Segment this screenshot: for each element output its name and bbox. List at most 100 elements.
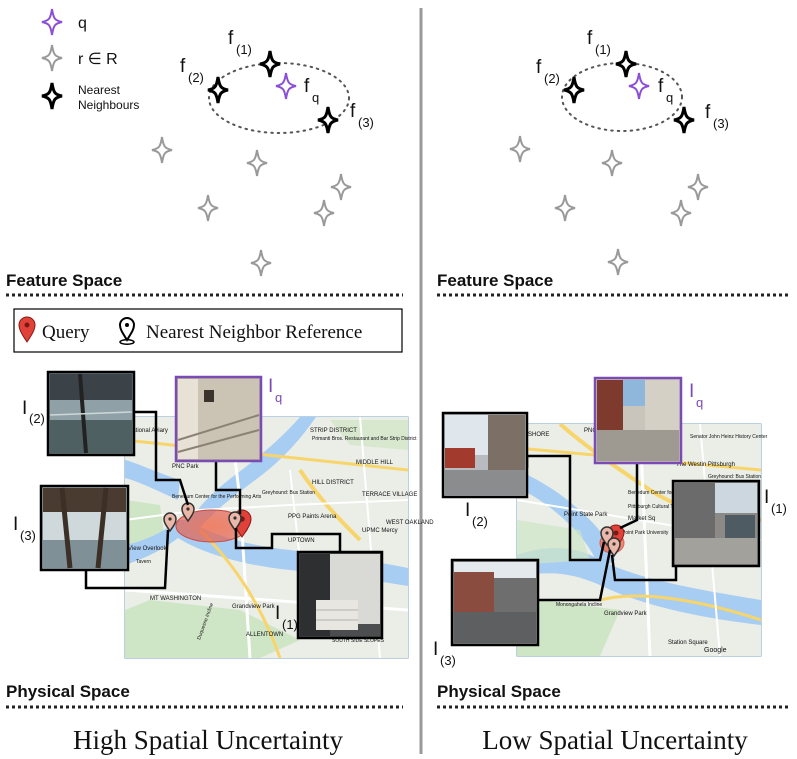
map-label: PNC Park	[172, 464, 200, 470]
map-label: SHORE	[528, 432, 549, 438]
f1-subscript: (1)	[595, 42, 611, 57]
iq-label: I	[268, 376, 273, 397]
right-feature-space-title: Feature Space	[437, 271, 553, 290]
feature-f1-star-icon	[615, 50, 637, 78]
iq-label: I	[689, 381, 694, 402]
f3-label: f	[705, 102, 711, 123]
photo-query-right	[593, 376, 683, 465]
left-feature-space-title: Feature Space	[6, 271, 122, 290]
query-pin-icon	[18, 316, 36, 343]
map-label: Primanti Bros. Restaurant and Bar Strip …	[312, 436, 417, 442]
neighbor-pin-icon	[607, 537, 621, 558]
photo-i1	[296, 550, 384, 640]
map-label: UPMC Mercy	[362, 528, 398, 534]
right-caption: Low Spatial Uncertainty	[482, 725, 748, 755]
map-label: Senator John Heinz History Center	[690, 434, 768, 440]
map-label: Point Park University	[622, 530, 669, 536]
map-label: Tavern	[136, 559, 151, 565]
legend-query-text: Query	[42, 322, 90, 343]
left-caption: High Spatial Uncertainty	[73, 725, 343, 755]
photo-query-left	[174, 375, 263, 463]
map-label: TERRACE VILLAGE	[362, 492, 417, 498]
reference-star-icon	[601, 149, 623, 177]
neighbor-pin-icon	[163, 512, 177, 533]
map-label: The Westin Pittsburgh	[676, 462, 735, 468]
legend-query-label: q	[78, 15, 87, 32]
feature-f3-star-icon	[317, 106, 339, 134]
connector-query	[214, 460, 242, 514]
legend-reference-label: r ∈ R	[78, 51, 118, 68]
map-label: Grandview Park	[604, 611, 648, 617]
i1-subscript: (1)	[771, 501, 787, 516]
reference-star-icon	[250, 249, 272, 277]
feature-f2-star-icon	[207, 76, 229, 104]
right-feature-space: f (1) f (2) f q f (3)	[509, 28, 729, 276]
map-label: SOUTH SIDE SLOPES	[332, 638, 385, 644]
map-label: Point State Park	[564, 512, 608, 518]
map-label: Station Square	[668, 640, 708, 646]
i3-label: I	[433, 639, 438, 660]
reference-star-icon	[330, 173, 352, 201]
i3-subscript: (3)	[440, 653, 456, 668]
map-label: National Aviary	[128, 428, 168, 434]
legend-neighbor-text: Nearest Neighbor Reference	[146, 322, 362, 343]
map-label: Greyhound: Bus Station	[262, 490, 315, 496]
f2-label: f	[180, 56, 186, 77]
feature-f2-star-icon	[563, 76, 585, 104]
map-label: Market Sq	[628, 516, 655, 522]
fq-label: f	[304, 76, 310, 97]
fq-subscript: q	[666, 90, 673, 105]
i2-subscript: (2)	[29, 411, 45, 426]
f3-subscript: (3)	[713, 116, 729, 131]
photo-i1	[671, 479, 761, 568]
google-attribution: Google	[704, 647, 727, 654]
feature-q-star-icon	[275, 72, 297, 100]
connector-query	[619, 462, 639, 530]
reference-star-icon	[313, 199, 335, 227]
left-physical-space-title: Physical Space	[6, 682, 130, 701]
iq-subscript: q	[275, 390, 282, 405]
map-label: Grandview Park	[232, 604, 276, 610]
i2-subscript: (2)	[472, 514, 488, 529]
photo-i2	[441, 411, 529, 499]
neighbor-pin-icon	[228, 511, 242, 532]
i3-subscript: (3)	[20, 528, 36, 543]
i3-label: I	[13, 514, 18, 535]
neighbor-pin-icon	[181, 502, 195, 523]
f1-label: f	[228, 28, 234, 49]
map-label: WEST OAKLAND	[386, 520, 434, 526]
map-label: Benedum Center for the Performing Arts	[172, 494, 262, 500]
connector-i3	[84, 529, 170, 590]
f2-subscript: (2)	[188, 70, 204, 85]
feature-f3-star-icon	[673, 106, 695, 134]
query-star-icon	[41, 8, 63, 36]
fq-subscript: q	[312, 90, 319, 105]
i1-label: I	[764, 487, 769, 508]
reference-star-icon	[670, 199, 692, 227]
map-label: HILL DISTRICT	[312, 480, 354, 486]
f3-label: f	[350, 101, 356, 122]
map-label: PNC	[584, 428, 597, 434]
connector-i3	[538, 549, 612, 602]
left-feature-space: f (1) f (2) f q f (3)	[151, 28, 374, 277]
i1-subscript: (1)	[282, 617, 298, 632]
reference-star-icon	[607, 248, 629, 276]
map-label: MT WASHINGTON	[150, 596, 201, 602]
legend-nearest-label-1: Nearest	[78, 83, 121, 97]
f3-subscript: (3)	[358, 115, 374, 130]
feature-f1-star-icon	[259, 50, 281, 78]
reference-star-icon	[246, 149, 268, 177]
map-label: ALLENTOWN	[246, 632, 283, 638]
physical-legend: Query Nearest Neighbor Reference	[13, 308, 403, 353]
photo-i2	[46, 370, 136, 457]
i1-label: I	[275, 603, 280, 624]
map-label: MIDDLE HILL	[356, 460, 394, 466]
reference-star-icon	[151, 136, 173, 164]
f2-label: f	[536, 57, 542, 78]
photo-i3	[39, 484, 130, 572]
reference-star-icon	[41, 44, 63, 72]
photo-i3	[450, 558, 540, 647]
reference-star-icon	[687, 173, 709, 201]
fq-label: f	[658, 76, 664, 97]
